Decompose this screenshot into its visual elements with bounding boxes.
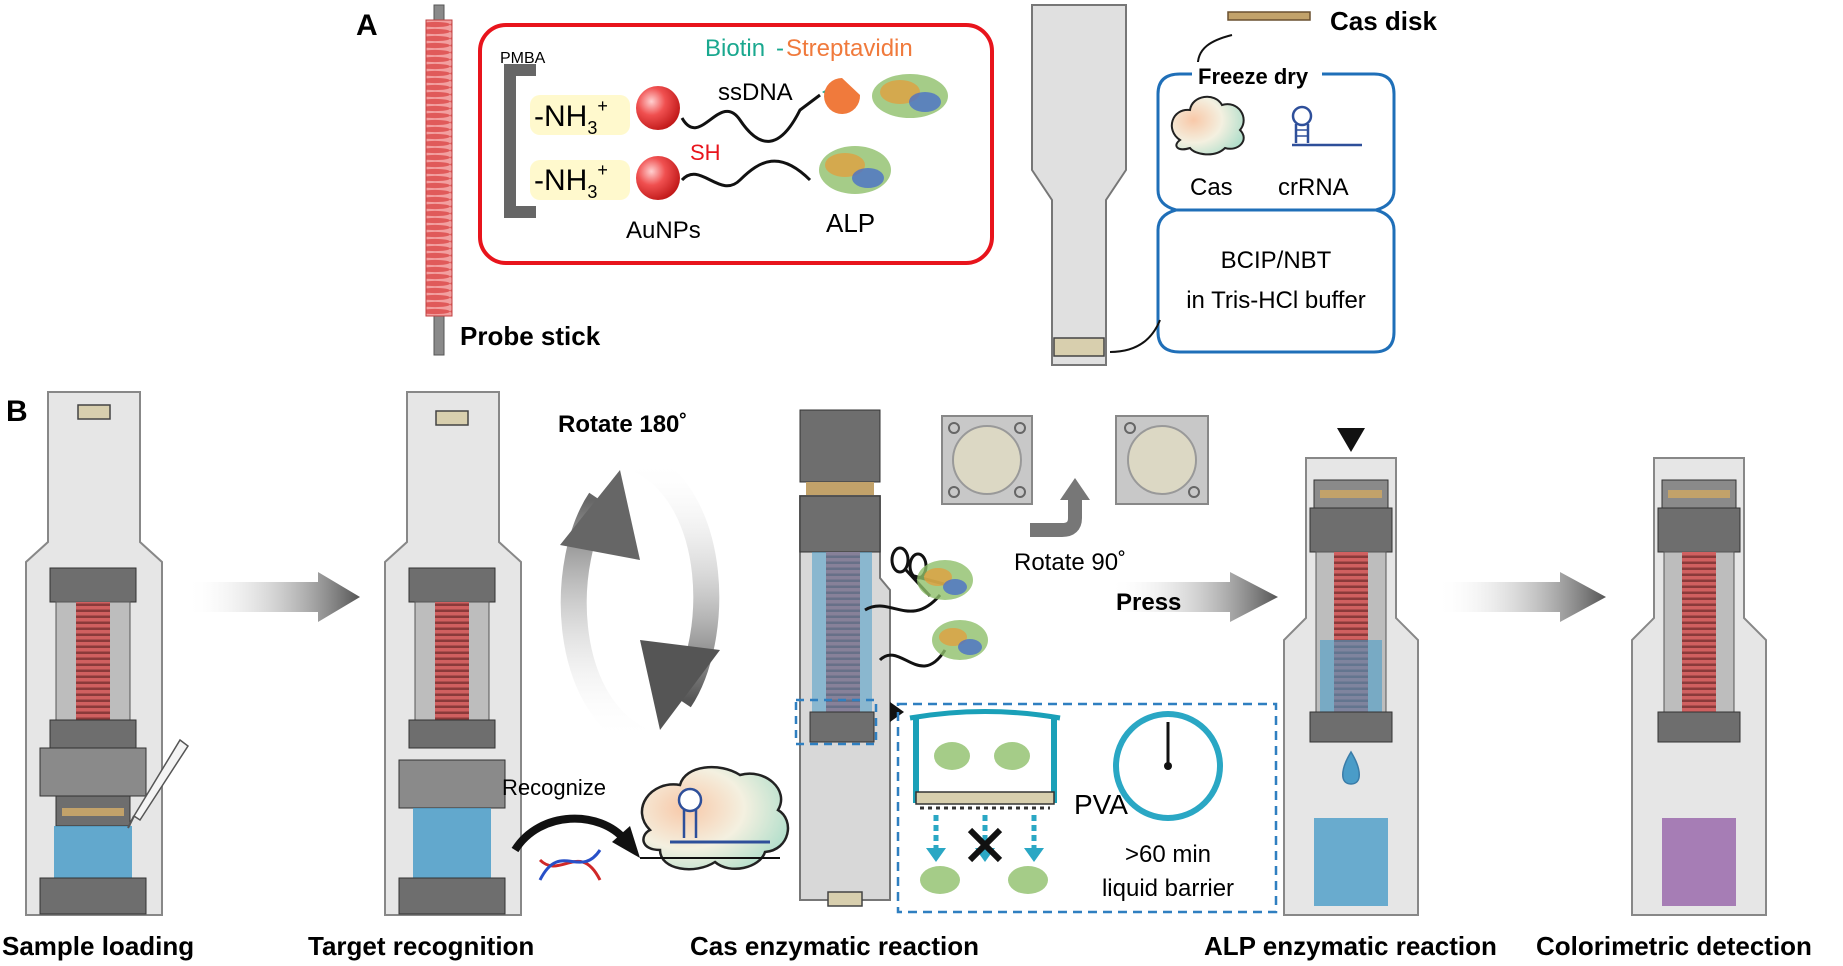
streptavidin-icon <box>824 78 861 114</box>
press-indicator-icon <box>1337 428 1365 452</box>
cleaved-ssdna-2 <box>878 649 947 668</box>
tube-to-frame-connector <box>1109 319 1161 353</box>
zoom-region-box <box>794 698 878 746</box>
pmba-bracket <box>504 64 536 218</box>
blocked-arrows <box>926 815 1044 862</box>
rotate-90-label: Rotate 90˚ <box>1014 549 1126 576</box>
ssdna-label: ssDNA <box>718 79 793 106</box>
step-label-colorimetric: Colorimetric detection <box>1536 931 1812 961</box>
barrier-line-2: liquid barrier <box>1102 875 1234 902</box>
alp-enzyme-icon-2 <box>819 146 891 194</box>
tube-outline-a <box>1031 4 1127 366</box>
crrna-label: crRNA <box>1278 174 1349 201</box>
drop-icon <box>1342 750 1360 785</box>
recognize-arrow <box>511 814 629 853</box>
pva-label: PVA <box>1074 789 1128 820</box>
probe-stick-label: Probe stick <box>460 321 601 351</box>
barrier-line-1: >60 min <box>1125 841 1211 868</box>
device-alp-reaction <box>1283 457 1419 916</box>
device-cas-reaction <box>799 409 904 907</box>
streptavidin-label: Streptavidin <box>786 35 913 62</box>
rotate-90-arrow <box>1030 498 1082 537</box>
step-label-cas-reaction: Cas enzymatic reaction <box>690 931 979 961</box>
top-view-after <box>1115 415 1209 505</box>
released-alp-icon-1 <box>917 560 973 600</box>
cleaved-ssdna-1 <box>864 594 942 613</box>
sh-label: SH <box>690 140 721 165</box>
device-sample-loading <box>25 391 190 916</box>
ssdna-strand-1 <box>680 93 821 143</box>
aunps-label: AuNPs <box>626 217 701 244</box>
amine-1: -NH3+ <box>534 96 608 138</box>
step-label-target-recognition: Target recognition <box>308 931 534 961</box>
alp-enzyme-icon-1 <box>872 74 948 118</box>
press-label: Press <box>1116 589 1181 616</box>
rotate-180-arrows <box>560 448 720 752</box>
pipette-icon <box>127 738 190 829</box>
ssdna-strand-2 <box>680 159 812 188</box>
device-colorimetric-detection <box>1631 457 1767 916</box>
blocked-x-icon <box>967 827 1003 863</box>
biotin-dash: - <box>776 35 784 62</box>
crrna-hairpin-icon <box>1291 105 1362 147</box>
cas-disk-label: Cas disk <box>1330 6 1437 36</box>
rotate-180-label: Rotate 180˚ <box>558 411 687 438</box>
probe-stick <box>425 4 453 356</box>
cas-label: Cas <box>1190 174 1233 201</box>
pmba-label: PMBA <box>500 50 546 67</box>
alp-label: ALP <box>826 208 875 238</box>
buffer-line-2: in Tris-HCl buffer <box>1186 287 1366 314</box>
panel-b-label: B <box>6 395 28 428</box>
amine-2: -NH3+ <box>534 160 608 202</box>
pva-detail-box <box>896 702 1278 914</box>
retained-alp-icon-2 <box>1008 866 1048 894</box>
surface-chemistry-frame <box>478 23 994 265</box>
cas-disk-icon <box>1227 11 1311 21</box>
cas-crrna-complex-icon <box>640 765 790 871</box>
biotin-label: Biotin <box>705 35 765 62</box>
released-alp-icon-2 <box>932 620 988 660</box>
reagent-frame-bottom <box>1156 208 1396 354</box>
clock-icon <box>1113 711 1223 821</box>
recognize-label: Recognize <box>502 775 606 800</box>
panel-a-label: A <box>356 9 378 42</box>
cas-disk-in-tube <box>1053 337 1105 357</box>
press-arrow <box>1110 572 1278 622</box>
flow-arrow-2 <box>1436 572 1606 622</box>
flow-arrow-1 <box>186 572 360 622</box>
freeze-dry-label: Freeze dry <box>1198 64 1309 89</box>
gold-nanoparticle-2 <box>636 156 680 200</box>
buffer-line-1: BCIP/NBT <box>1221 247 1332 274</box>
cas-protein-cloud-icon <box>1170 95 1245 156</box>
top-view-before <box>941 415 1033 505</box>
retained-alp-icon-1 <box>920 866 960 894</box>
device-target-recognition <box>384 391 522 916</box>
pva-membrane-cup <box>909 709 1061 810</box>
gold-nanoparticle-1 <box>636 86 680 130</box>
step-label-alp-reaction: ALP enzymatic reaction <box>1204 931 1497 961</box>
step-label-sample-loading: Sample loading <box>2 931 194 961</box>
target-dna-icon <box>538 849 602 881</box>
